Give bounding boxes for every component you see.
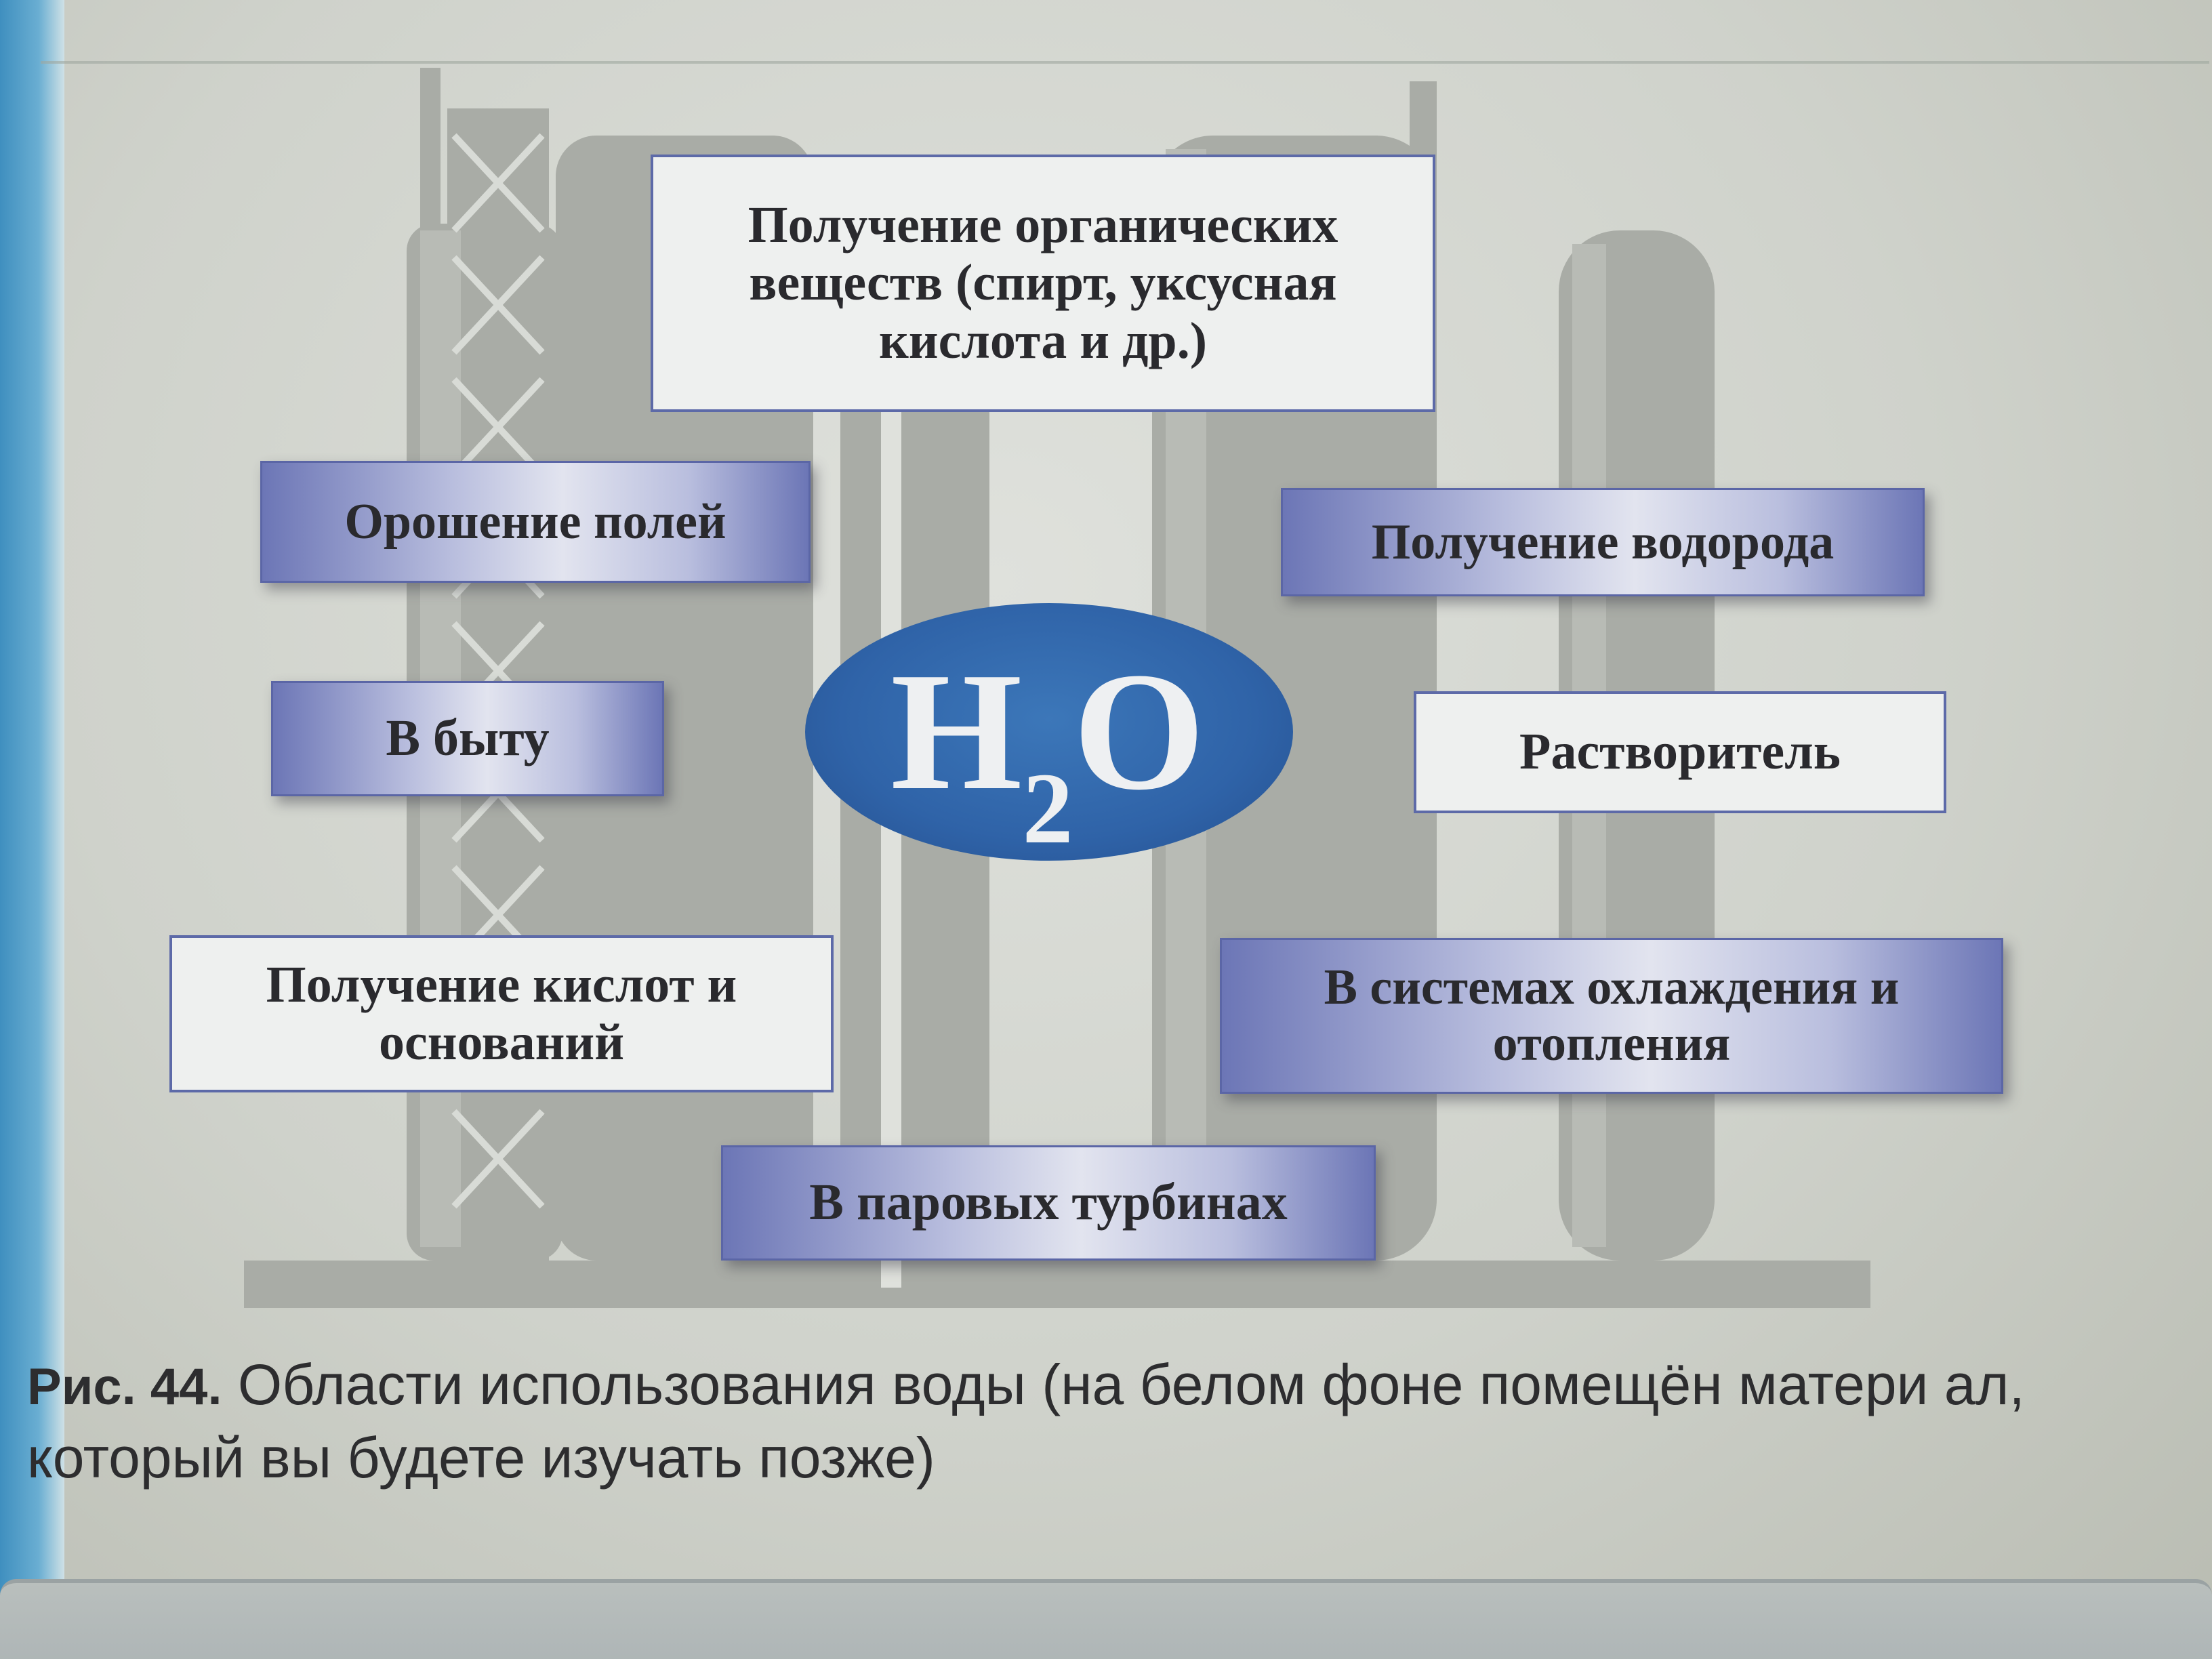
h2o-hydrogen: H bbox=[890, 638, 1025, 825]
bottom-panel bbox=[0, 1579, 2212, 1659]
box-cooling-heating-label: В системах охлаждения и отопления bbox=[1324, 960, 1900, 1071]
box-irrigation-label: Орошение полей bbox=[344, 493, 726, 550]
box-hydrogen-label: Получение водорода bbox=[1371, 514, 1835, 570]
top-rule bbox=[41, 61, 2209, 64]
box-household-label: В быту bbox=[386, 710, 550, 767]
h2o-subscript: 2 bbox=[1022, 752, 1076, 865]
box-irrigation: Орошение полей bbox=[260, 461, 811, 583]
box-solvent: Растворитель bbox=[1414, 691, 1946, 813]
box-hydrogen: Получение водорода bbox=[1281, 488, 1925, 596]
ground-base bbox=[244, 1261, 1870, 1308]
caption-label: Рис. 44. bbox=[27, 1358, 222, 1416]
center-stripe bbox=[881, 407, 901, 1288]
box-acids-bases: Получение кислот и оснований bbox=[169, 935, 834, 1092]
box-steam-turbines-label: В паровых турбинах bbox=[809, 1174, 1288, 1231]
page-edge bbox=[0, 0, 64, 1659]
box-organic-substances: Получение органических веществ (спирт, у… bbox=[651, 155, 1435, 412]
box-acids-bases-label: Получение кислот и оснований bbox=[266, 956, 737, 1071]
caption-text: Области использования воды (на белом фон… bbox=[27, 1353, 2025, 1490]
h2o-oxygen: O bbox=[1073, 638, 1208, 825]
box-cooling-heating: В системах охлаждения и отопления bbox=[1220, 938, 2003, 1094]
figure-caption: Рис. 44. Области использования воды (на … bbox=[27, 1349, 2209, 1494]
box-steam-turbines: В паровых турбинах bbox=[721, 1145, 1376, 1261]
box-household: В быту bbox=[271, 681, 664, 796]
box-solvent-label: Растворитель bbox=[1519, 723, 1841, 781]
box-organic-substances-label: Получение органических веществ (спирт, у… bbox=[747, 197, 1338, 369]
